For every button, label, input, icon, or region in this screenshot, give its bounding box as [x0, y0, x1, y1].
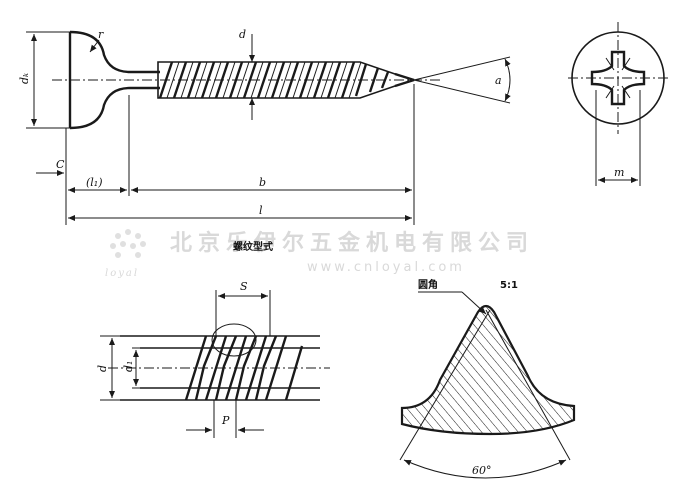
recess-inner-lines [605, 57, 631, 99]
label-s: S [240, 280, 248, 293]
label-m: m [614, 166, 624, 179]
label-scale: 5:1 [500, 280, 518, 291]
label-dk: dₖ [18, 73, 31, 84]
angle-line-upper [413, 56, 511, 81]
watermark-url: www.cnloyal.com [307, 260, 465, 275]
label-c: C [56, 158, 65, 171]
watermark-company: 北京乐伊尔五金机电有限公司 [170, 230, 534, 256]
label-60: 60° [472, 464, 492, 477]
label-r: r [98, 28, 104, 41]
phillips-recess-icon [590, 50, 646, 106]
thread-detail-view: S d d₁ P [96, 280, 330, 438]
label-b: b [259, 176, 266, 189]
detail-circle [211, 323, 257, 357]
dim-r-leader [89, 39, 100, 53]
round-leader [461, 291, 487, 315]
head-lower-curve [69, 86, 131, 130]
head-end-view: m [568, 22, 668, 186]
watermark: loyal 北京乐伊尔五金机电有限公司 www.cnloyal.com [105, 229, 534, 279]
watermark-logo-text: loyal [105, 268, 139, 279]
label-d-top: d [239, 28, 246, 41]
thread-profile-view: 60° 圆角 5:1 [399, 278, 576, 479]
watermark-logo-icon [110, 229, 146, 258]
tip-upper [394, 72, 415, 82]
label-d-detail: d [96, 365, 109, 372]
angle-leg-right [485, 309, 571, 461]
label-round: 圆角 [418, 278, 438, 291]
head-upper-curve [69, 30, 131, 74]
angle-arc [504, 58, 511, 102]
label-d1: d₁ [122, 361, 135, 372]
label-l: l [259, 204, 263, 217]
caption-thread-type: 螺纹型式 [233, 240, 273, 253]
profile-section [400, 304, 576, 436]
angle-60-arc [403, 459, 567, 479]
tip-lower [394, 78, 415, 88]
thread-crests [158, 61, 390, 99]
screw-side-view: a d r dₖ C (l₁) b l 螺纹型式 [18, 28, 511, 253]
thread-roots [166, 61, 362, 99]
detail-thread-flanks [184, 335, 304, 401]
label-p: P [221, 414, 230, 427]
angle-line-lower [413, 79, 511, 104]
angle-leg-left [399, 309, 491, 461]
label-a: a [495, 74, 502, 87]
label-l1: (l₁) [86, 176, 103, 189]
